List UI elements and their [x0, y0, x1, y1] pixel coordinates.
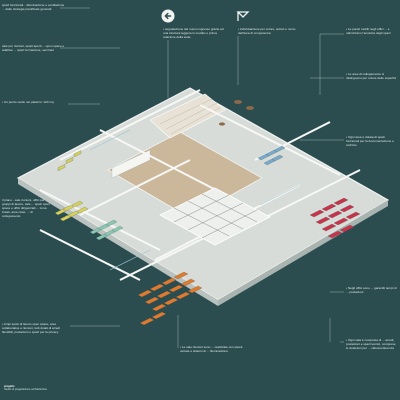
note-top-left-2: sale per riunioni, spazi aperti ... open…	[2, 44, 65, 52]
note-top-right-2: • Le aree di collegamento si distinguono…	[346, 72, 397, 80]
central-staircase	[149, 93, 226, 139]
footer-line-2: Studio di progettazione architettonica	[4, 388, 47, 392]
note-right-low-2: • Ogni sala è composta di ... arredi, po…	[346, 338, 396, 350]
workstations-yellow	[57, 150, 82, 171]
note-top-mid: • individuazione per colore, settori e n…	[238, 27, 296, 35]
note-mid-right: • Ogni area è dotata di spazi funzionali…	[346, 135, 394, 147]
meeting-tables	[219, 100, 254, 126]
workstations-green	[89, 219, 124, 241]
workstations-red	[309, 197, 361, 239]
note-top-right-1: • Le pareti mobili negli uffici ... e ot…	[346, 27, 391, 35]
footer-credits: progetto Studio di progettazione archite…	[4, 385, 47, 392]
note-left-mid-2: Il piano - sale riunioni, uffici per gru…	[2, 198, 50, 218]
workstations-orange	[137, 271, 203, 326]
workstations-blue	[257, 145, 286, 166]
arrow-left-icon	[161, 9, 175, 23]
reception-desk	[111, 149, 151, 179]
note-bottom-center: • Le sale riunioni sono ... realizzate c…	[180, 345, 243, 353]
glass-partitions	[89, 129, 301, 271]
note-right-low-1: • Negli uffici sono ... garantiti tempi …	[346, 286, 397, 294]
meeting-block	[159, 187, 271, 246]
footer-line-1: progetto	[4, 385, 15, 388]
note-left-mid-1: • Un punto verde nel palazzo: 120 mq	[2, 100, 54, 104]
note-top-left-1: spazi funzionali... illuminazione e vent…	[2, 3, 65, 11]
note-left-low: • Ampi spazi di lavoro open space, aree …	[2, 322, 60, 334]
leader-lines	[60, 7, 344, 348]
flag-triangle-icon	[236, 11, 250, 21]
note-top-center: • segnalazione del nuovo ingresso grazie…	[163, 27, 224, 39]
